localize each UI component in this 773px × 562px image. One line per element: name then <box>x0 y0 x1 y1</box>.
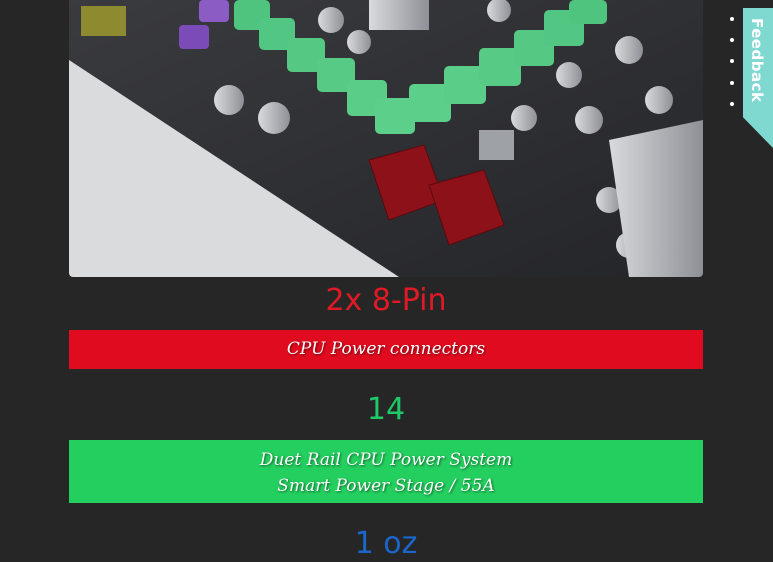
nav-dot[interactable] <box>730 80 734 85</box>
spec-bar-cpu-connectors: CPU Power connectors <box>69 330 703 369</box>
spec-bar-line: Smart Power Stage / 55A <box>277 476 495 496</box>
nav-dot[interactable] <box>730 101 734 106</box>
motherboard-vrm-photo <box>69 0 703 277</box>
spec-number-cpu-connectors: 2x 8-Pin <box>325 283 447 318</box>
feedback-label[interactable]: Feedback <box>748 18 766 103</box>
spec-number-power-stages: 14 <box>366 392 406 427</box>
nav-dot[interactable] <box>730 59 734 64</box>
nav-dot[interactable] <box>730 17 734 21</box>
spec-bar-line: CPU Power connectors <box>286 339 486 359</box>
hero-image <box>69 0 703 277</box>
section-nav-dots <box>730 17 738 123</box>
spec-bar-line: Duet Rail CPU Power System <box>259 450 513 470</box>
nav-dot[interactable] <box>730 38 734 43</box>
spec-bar-power-stages: Duet Rail CPU Power System Smart Power S… <box>69 440 703 503</box>
spec-number-copper: 1 oz <box>354 526 418 561</box>
